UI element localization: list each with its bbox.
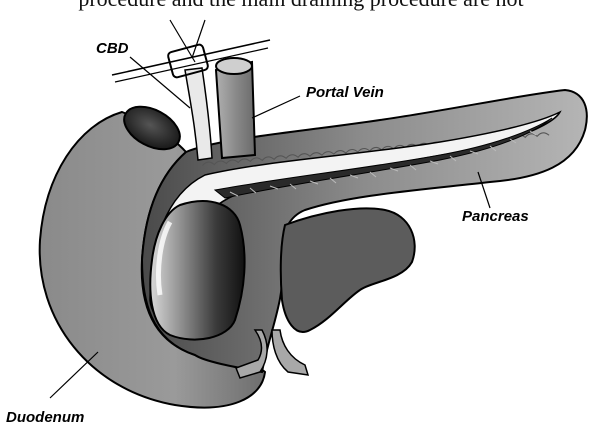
label-pancreas: Pancreas [462, 208, 529, 225]
pancreatic-head-cavity [150, 201, 244, 340]
portal-vein-leader-line [252, 96, 300, 118]
duodenum-leader-line [50, 352, 98, 398]
label-duodenum: Duodenum [6, 409, 84, 426]
label-cbd: CBD [96, 40, 129, 57]
label-portal-vein: Portal Vein [306, 84, 384, 101]
pancreas-lower-lobe [281, 208, 415, 332]
portal-vein-shape [216, 58, 255, 158]
